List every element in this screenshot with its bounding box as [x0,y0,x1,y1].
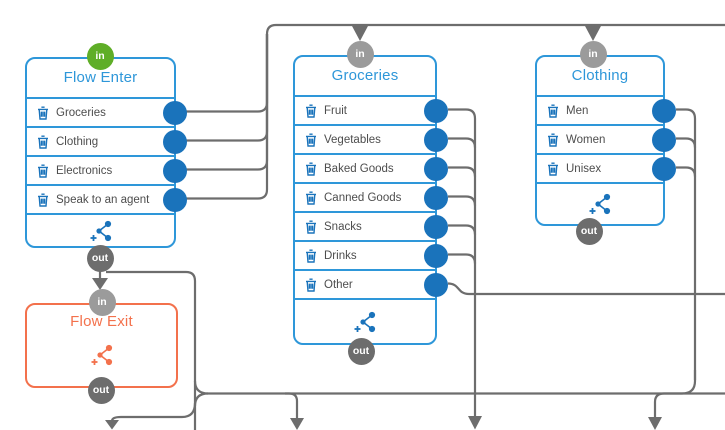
row-label: Vegetables [324,133,381,146]
wire-flowenter-electronics [186,34,269,171]
wire-flowenter-clothing [186,34,269,142]
node-title: Groceries [331,67,399,84]
trash-icon[interactable] [305,248,317,263]
row-label: Speak to an agent [56,193,150,206]
row-label: Men [566,104,589,117]
node-groceries[interactable]: Groceries Fruit Vegetables Baked Goods C… [293,40,448,365]
node-footer [27,213,174,246]
node-flow-exit[interactable]: Flow Exit in out [25,288,178,404]
node-footer [537,182,663,224]
row-groceries[interactable]: Groceries [27,97,187,126]
in-port[interactable]: in [579,40,607,68]
wire-clothing-tail [653,370,697,418]
row-speak-to-agent[interactable]: Speak to an agent [27,184,187,213]
arrow-groceries-bottom [468,416,482,430]
trash-icon[interactable] [37,105,49,120]
out-port[interactable]: out [575,217,603,245]
trash-icon[interactable] [547,132,559,147]
trash-icon[interactable] [305,103,317,118]
trash-icon[interactable] [305,132,317,147]
output-port[interactable] [163,100,187,125]
output-port[interactable] [163,158,187,183]
output-port[interactable] [424,98,448,123]
node-title: Flow Exit [70,313,133,330]
row-canned-goods[interactable]: Canned Goods [295,182,448,211]
node-flow-enter[interactable]: Flow Enter Groceries Clothing Electronic… [25,42,187,272]
output-port[interactable] [424,185,448,210]
trash-icon[interactable] [305,278,317,292]
arrow-into-groceries [352,26,368,41]
arrow-into-clothing [585,26,601,41]
add-transition-icon[interactable] [353,310,377,334]
arrow-clothing-bottom [648,417,662,430]
row-other[interactable]: Other [295,269,448,298]
output-port[interactable] [163,187,187,212]
trash-icon[interactable] [547,161,559,176]
row-label: Snacks [324,220,362,233]
output-port[interactable] [424,243,448,268]
row-label: Clothing [56,135,99,148]
output-port[interactable] [652,127,676,152]
output-port[interactable] [424,156,448,181]
wire-out-side [106,270,197,430]
row-label: Drinks [324,249,357,262]
row-label: Other [324,278,353,291]
row-snacks[interactable]: Snacks [295,211,448,240]
row-vegetables[interactable]: Vegetables [295,124,448,153]
output-port[interactable] [424,214,448,239]
row-label: Groceries [56,106,106,119]
node-title: Flow Enter [63,69,138,86]
output-port[interactable] [652,156,676,181]
row-unisex[interactable]: Unisex [537,153,676,182]
trash-icon[interactable] [37,163,49,178]
row-label: Unisex [566,162,602,175]
add-transition-icon[interactable] [89,219,113,243]
out-port[interactable]: out [87,376,115,404]
row-baked-goods[interactable]: Baked Goods [295,153,448,182]
row-label: Women [566,133,606,146]
add-transition-icon[interactable] [90,343,114,367]
node-clothing[interactable]: Clothing Men Women Unisex in out [535,40,676,245]
in-port[interactable]: in [86,42,114,70]
out-port[interactable]: out [86,244,114,272]
row-label: Baked Goods [324,162,394,175]
wire-bottom-drop-297 [285,392,299,419]
arrow-into-flowexit [92,278,108,290]
row-label: Canned Goods [324,191,402,204]
node-title: Clothing [571,67,629,84]
trash-icon[interactable] [305,219,317,234]
trash-icon[interactable] [37,134,49,149]
row-fruit[interactable]: Fruit [295,95,448,124]
add-transition-icon[interactable] [588,192,612,216]
row-electronics[interactable]: Electronics [27,155,187,184]
node-footer [295,298,435,343]
wire-flowenter-agent [186,34,269,200]
wire-bottom-trunk [193,380,725,395]
output-port[interactable] [424,272,448,297]
trash-icon[interactable] [37,192,49,207]
output-port[interactable] [424,127,448,152]
wire-bottom-left-branch [110,402,197,422]
row-label: Electronics [56,164,113,177]
row-clothing[interactable]: Clothing [27,126,187,155]
trash-icon[interactable] [305,161,317,176]
in-port[interactable]: in [88,288,116,316]
trash-icon[interactable] [305,190,317,205]
row-drinks[interactable]: Drinks [295,240,448,269]
row-label: Fruit [324,104,347,117]
row-women[interactable]: Women [537,124,676,153]
node-footer [27,335,176,375]
trash-icon[interactable] [547,103,559,118]
output-port[interactable] [163,129,187,154]
out-port[interactable]: out [347,337,375,365]
in-port[interactable]: in [346,40,374,68]
output-port[interactable] [652,98,676,123]
row-men[interactable]: Men [537,95,676,124]
wire-groceries-other [447,282,725,296]
